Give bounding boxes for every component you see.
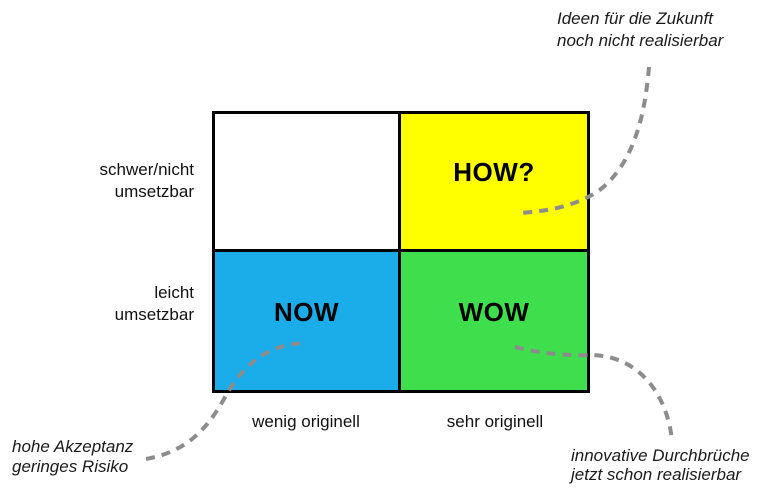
annotation-innovative-breakthroughs-line2: jetzt schon realisierbar [571,465,742,484]
annotation-high-acceptance-line2: geringes Risiko [12,457,129,476]
annotation-future-ideas-line1: Ideen für die Zukunft [557,9,713,28]
annotation-future-ideas: Ideen für die Zukunft noch nicht realisi… [557,8,723,52]
col-label-less-original: wenig originell [252,412,360,431]
row-label-easy-line2: umsetzbar [114,305,194,324]
annotation-high-acceptance: hohe Akzeptanz geringes Risiko [12,437,133,477]
annotation-innovative-breakthroughs: innovative Durchbrüche jetzt schon reali… [571,446,750,484]
annotation-high-acceptance-line1: hohe Akzeptanz [12,437,134,456]
quadrant-wow: WOW [401,252,587,390]
row-label-hard-line2: umsetzbar [114,182,194,201]
quadrant-top-left [215,114,401,252]
matrix-grid: HOW? NOW WOW [212,111,590,393]
annotation-innovative-breakthroughs-line1: innovative Durchbrüche [571,446,750,465]
row-label-hard-line1: schwer/nicht [99,160,194,179]
annotation-future-ideas-line2: noch nicht realisierbar [557,31,724,50]
quadrant-wow-label: WOW [458,296,530,327]
row-label-easy-to-implement: leicht umsetzbar [24,282,194,326]
row-label-easy-line1: leicht [154,283,194,302]
quadrant-now-label: NOW [273,296,340,327]
col-label-very-original: sehr originell [446,412,544,431]
quadrant-how: HOW? [401,114,587,252]
quadrant-now: NOW [215,252,401,390]
quadrant-how-label: HOW? [453,157,535,187]
row-label-hard-to-implement: schwer/nicht umsetzbar [24,159,194,203]
